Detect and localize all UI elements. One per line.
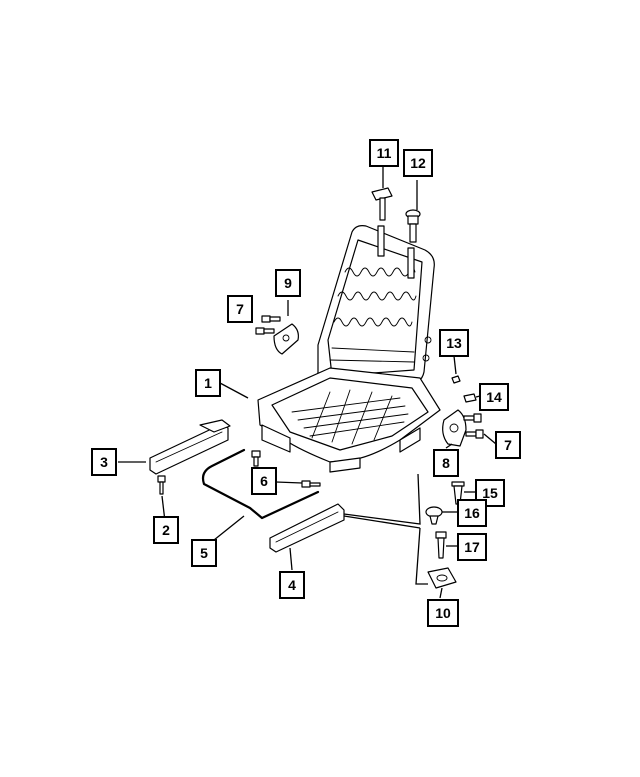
callout-13: 13 bbox=[439, 329, 469, 357]
callout-4: 4 bbox=[279, 571, 305, 599]
svg-text:13: 13 bbox=[446, 335, 462, 351]
svg-text:12: 12 bbox=[410, 155, 426, 171]
callout-7b: 7 bbox=[495, 431, 521, 459]
callout-15: 15 bbox=[475, 479, 505, 507]
svg-text:11: 11 bbox=[377, 145, 392, 161]
callout-12: 12 bbox=[403, 149, 433, 177]
recliner-bolts-right bbox=[463, 413, 484, 439]
callout-17: 17 bbox=[457, 533, 487, 561]
callout-6: 6 bbox=[251, 467, 277, 495]
recliner-bolts-left bbox=[255, 315, 281, 335]
left-seat-track bbox=[149, 419, 231, 475]
towel-bar-bolts bbox=[251, 450, 321, 488]
callout-2: 2 bbox=[153, 516, 179, 544]
svg-text:9: 9 bbox=[284, 275, 292, 291]
right-seat-track bbox=[269, 503, 345, 553]
svg-text:5: 5 bbox=[200, 545, 208, 561]
recliner-cover-right bbox=[442, 409, 467, 447]
seat-cushion-frame bbox=[257, 367, 441, 473]
callout-1: 1 bbox=[195, 369, 221, 397]
callout-9: 9 bbox=[275, 269, 301, 297]
callout-11: 11 bbox=[369, 139, 399, 167]
bolt-17 bbox=[435, 531, 447, 559]
svg-text:16: 16 bbox=[464, 505, 480, 521]
callout-14: 14 bbox=[479, 383, 509, 411]
track-bolt bbox=[157, 475, 166, 495]
svg-text:8: 8 bbox=[442, 455, 450, 471]
leader-lines bbox=[118, 166, 497, 599]
svg-text:7: 7 bbox=[236, 301, 244, 317]
callout-5: 5 bbox=[191, 539, 217, 567]
callout-7a: 7 bbox=[227, 295, 253, 323]
headrest-guide-11 bbox=[371, 187, 393, 221]
svg-text:7: 7 bbox=[504, 437, 512, 453]
anchor-plate-10 bbox=[427, 567, 457, 589]
svg-text:10: 10 bbox=[435, 605, 451, 621]
svg-text:17: 17 bbox=[464, 539, 480, 555]
headrest-guide-12 bbox=[405, 209, 421, 243]
towel-bar bbox=[201, 448, 320, 520]
svg-text:2: 2 bbox=[162, 522, 170, 538]
callout-3: 3 bbox=[91, 448, 117, 476]
seat-back-frame bbox=[317, 225, 435, 389]
svg-text:14: 14 bbox=[486, 389, 502, 405]
callout-8: 8 bbox=[433, 449, 459, 477]
svg-text:15: 15 bbox=[482, 485, 498, 501]
svg-text:3: 3 bbox=[100, 454, 108, 470]
small-clip-14 bbox=[463, 393, 477, 403]
svg-text:1: 1 bbox=[204, 375, 212, 391]
small-clip-13 bbox=[451, 375, 461, 384]
recliner-cover-left bbox=[273, 323, 299, 355]
rivet-16 bbox=[425, 506, 443, 525]
callout-16: 16 bbox=[457, 499, 487, 527]
svg-text:6: 6 bbox=[260, 473, 268, 489]
svg-text:4: 4 bbox=[288, 577, 296, 593]
callout-10: 10 bbox=[427, 599, 459, 627]
